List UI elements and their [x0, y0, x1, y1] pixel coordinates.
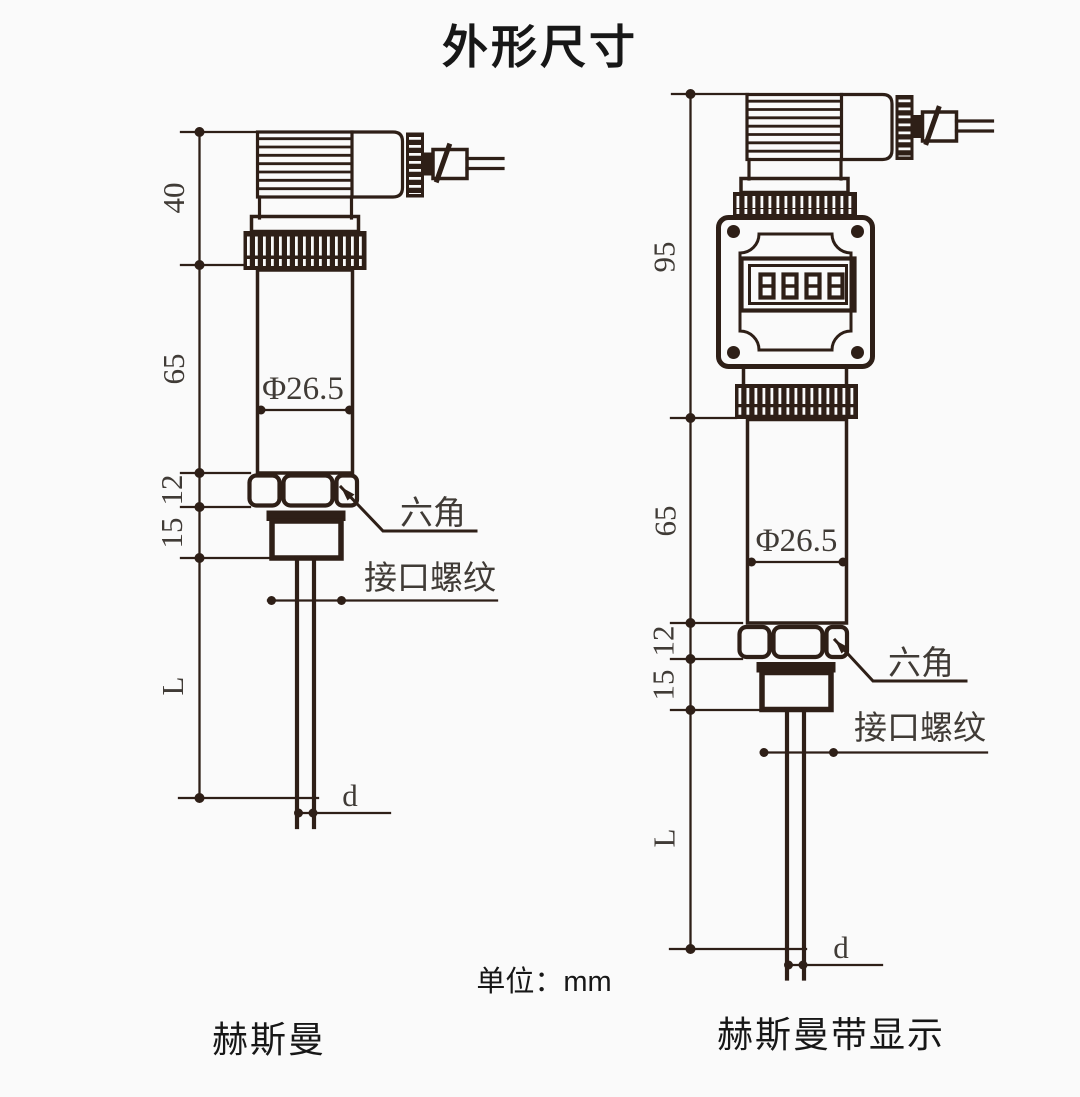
leader-arrow-icon	[341, 487, 355, 501]
page-title: 外形尺寸	[442, 21, 638, 73]
dim-probe-diameter: d	[833, 930, 849, 965]
hex-label: 六角	[888, 645, 954, 682]
process-thread	[266, 510, 346, 561]
connector-fin-box	[255, 130, 354, 199]
connector-rib-strip	[406, 132, 424, 198]
right-dimensions: 95 65 12 15 L Φ26.5 d 六角 接口螺纹	[645, 89, 989, 970]
probe-diameter-dimension: d	[294, 778, 392, 818]
dim-connector-height: 95	[646, 242, 681, 273]
right-caption: 赫斯曼带显示	[717, 1014, 945, 1055]
connector-end-box	[350, 130, 405, 199]
connector-neck	[257, 195, 354, 220]
corner-screw-icon	[727, 346, 740, 359]
body-diameter-dimension: Φ26.5	[747, 523, 848, 567]
hex-nut	[247, 473, 360, 508]
corner-screw-icon	[851, 225, 864, 238]
hirschmann-device-drawing	[243, 130, 505, 830]
dim-thread-height: 15	[645, 670, 680, 701]
display-housing	[716, 215, 875, 369]
dim-insertion-length: L	[155, 677, 190, 696]
dim-thread-height: 15	[154, 518, 189, 549]
thread-label: 接口螺纹	[364, 560, 496, 597]
hex-annotation: 六角	[832, 637, 968, 683]
dim-hex-height: 12	[645, 626, 680, 657]
left-caption: 赫斯曼	[212, 1019, 326, 1060]
knurled-nut	[243, 214, 367, 270]
process-thread	[756, 662, 836, 713]
dim-body-height: 65	[156, 354, 191, 385]
leader-arrow-icon	[835, 640, 849, 654]
probe-diameter-dimension: d	[784, 930, 884, 970]
display-digit	[827, 272, 845, 300]
cylindrical-body	[745, 417, 849, 625]
dim-connector-height: 40	[156, 183, 191, 214]
probe-rod	[784, 707, 807, 981]
cable-gland	[423, 142, 505, 184]
hex-label: 六角	[400, 495, 466, 532]
cylindrical-body	[255, 268, 355, 475]
corner-screw-icon	[727, 225, 740, 238]
hex-annotation: 六角	[338, 484, 478, 533]
unit-note: 单位：mm	[476, 965, 611, 998]
knurled-nut	[733, 176, 857, 216]
thread-annotation: 接口螺纹	[266, 560, 499, 605]
dim-body-diameter: Φ26.5	[262, 371, 344, 407]
connector-neck	[747, 157, 843, 181]
housing-inner-border	[738, 232, 853, 352]
dim-hex-height: 12	[154, 475, 189, 506]
thread-label: 接口螺纹	[854, 710, 986, 747]
corner-screw-icon	[851, 346, 864, 359]
display-screen	[739, 256, 857, 313]
connector-end-box	[839, 92, 894, 162]
left-dimensions: 40 65 12 15 L Φ26.5 d 六角 接口螺纹	[154, 127, 499, 818]
lower-knurled-ring	[735, 365, 858, 419]
body-diameter-dimension: Φ26.5	[256, 371, 354, 415]
dim-probe-diameter: d	[342, 778, 358, 813]
thread-annotation: 接口螺纹	[759, 710, 989, 757]
connector-fin-box	[745, 92, 844, 162]
hirschmann-display-device-drawing	[716, 92, 995, 981]
cable-gland	[912, 105, 995, 146]
probe-rod	[294, 555, 317, 830]
display-digit	[804, 272, 822, 300]
display-digit	[781, 272, 799, 300]
dim-body-diameter: Φ26.5	[756, 523, 838, 559]
dim-body-height: 65	[647, 506, 682, 537]
hex-nut	[737, 624, 850, 660]
dim-insertion-length: L	[646, 829, 681, 848]
display-digit	[758, 272, 776, 300]
connector-rib-strip	[895, 95, 914, 160]
